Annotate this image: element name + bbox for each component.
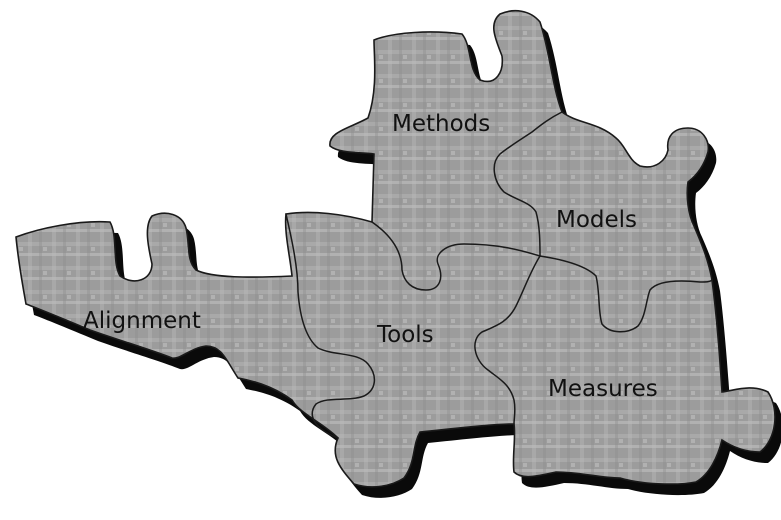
label-methods: Methods: [392, 111, 490, 137]
puzzle-pieces: [16, 11, 775, 487]
label-measures: Measures: [548, 376, 658, 402]
label-tools: Tools: [376, 322, 434, 348]
label-models: Models: [556, 207, 637, 233]
label-alignment: Alignment: [83, 308, 201, 334]
